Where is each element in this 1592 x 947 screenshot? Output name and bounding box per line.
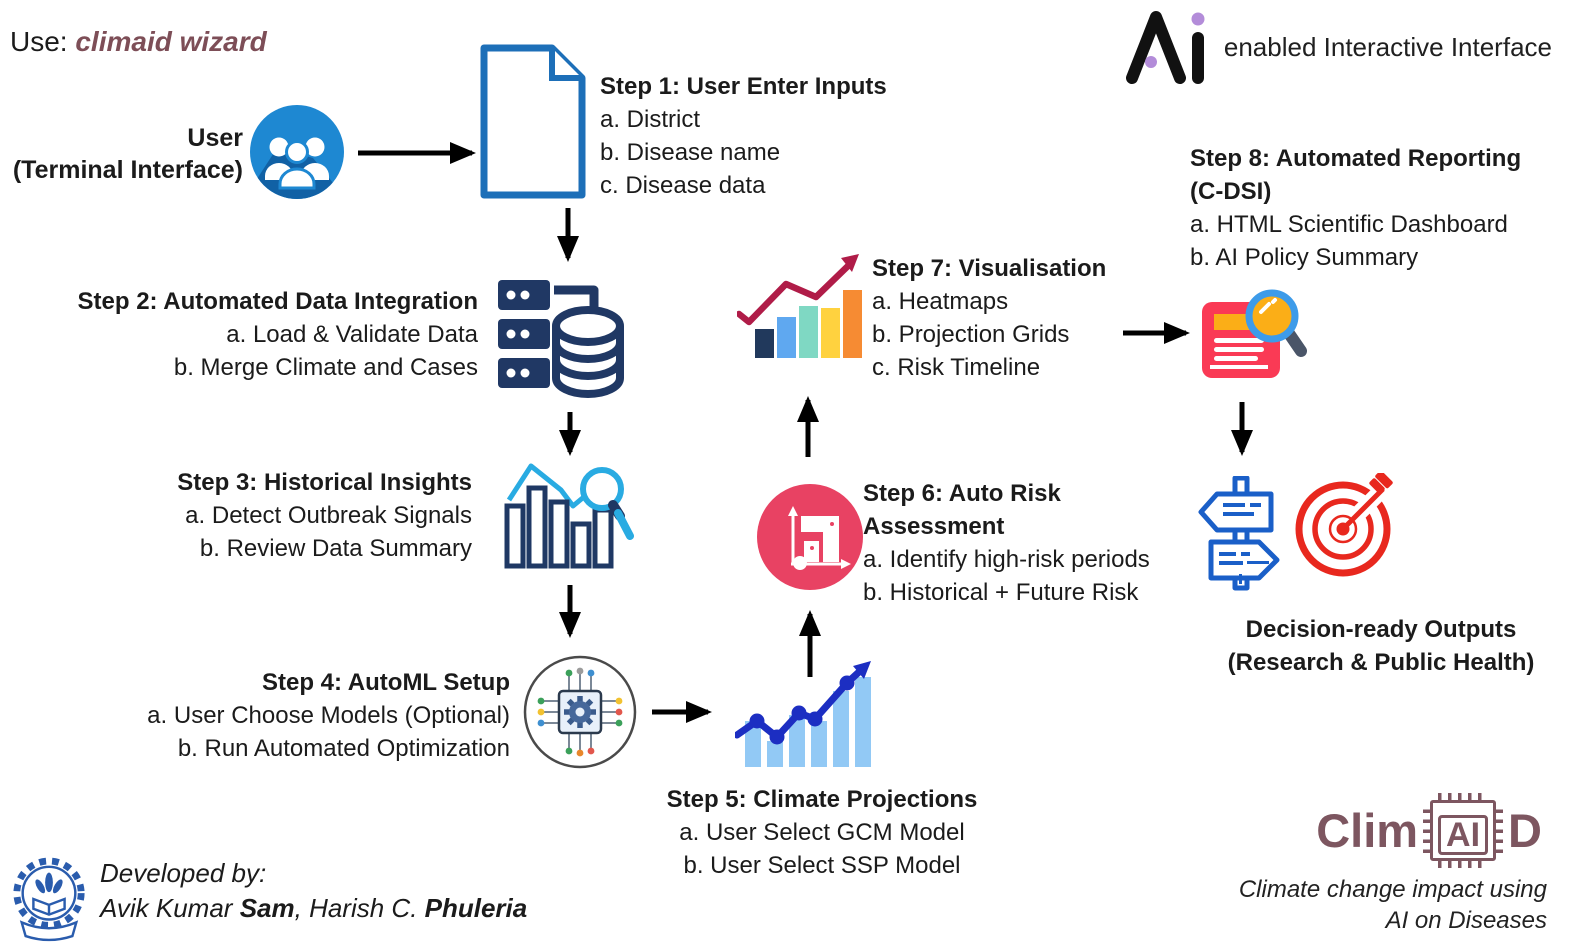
decision-outputs-line2: (Research & Public Health) [1227,649,1535,676]
step-6-title-line2: Assessment [863,513,1005,540]
database-server-icon [498,280,624,398]
step-1-item: b. Disease name [600,139,781,166]
user-group-icon [250,105,344,199]
app-name: climaid wizard [75,26,267,57]
step-2-item: a. Load & Validate Data [226,321,478,348]
climaid-logo-suffix: D [1508,804,1542,857]
step-1-item: a. District [600,106,701,133]
chip-pins-top [1438,793,1489,801]
step-7-item: a. Heatmaps [872,288,1009,315]
climate-trend-chart-icon [735,661,871,767]
chip-pins-left [1423,808,1432,853]
step-2: Step 2: Automated Data Integration a. Lo… [78,285,478,384]
decision-outputs-label: Decision-ready Outputs (Research & Publi… [1200,613,1562,679]
step-1-item: c. Disease data [600,172,766,199]
step-6-title-line1: Step 6: Auto Risk [863,480,1061,507]
risk-axes-icon [757,484,863,590]
step-7-item: b. Projection Grids [872,321,1070,348]
step-1-title: Step 1: User Enter Inputs [600,73,887,100]
step-7-item: c. Risk Timeline [872,354,1041,381]
brand-tagline-line2: AI on Diseases [1385,907,1547,934]
climaid-chip-text: AI [1438,815,1489,855]
climaid-logo: Clim AI D [1316,793,1542,868]
step-8-title-line1: Step 8: Automated Reporting [1190,145,1522,172]
document-icon [480,44,586,199]
author1-surname: Sam [239,893,295,923]
step-8-item: a. HTML Scientific Dashboard [1190,211,1508,238]
ai-tagline: enabled Interactive Interface [1223,31,1552,62]
step-8: Step 8: Automated Reporting (C-DSI) a. H… [1190,142,1521,274]
target-dart-icon [1295,473,1397,577]
step-3-item: b. Review Data Summary [199,535,472,562]
report-magnifier-icon [1202,289,1307,378]
step-5: Step 5: Climate Projections a. User Sele… [657,783,987,882]
signpost-icon [1198,476,1280,591]
use-label: Use: [10,26,68,57]
step-4-title: Step 4: AutoML Setup [262,669,510,696]
automl-chip-icon [523,655,637,769]
step-8-item: b. AI Policy Summary [1190,244,1419,271]
brand-tagline: Climate change impact using AI on Diseas… [1239,874,1547,936]
step-8-title-line2: (C-DSI) [1190,178,1272,205]
bar-chart-magnifier-icon [504,463,634,569]
step-4-item: a. User Choose Models (Optional) [147,702,510,729]
iit-bombay-logo [13,857,85,942]
climaid-chip: AI [1423,793,1504,868]
author1-prefix: Avik Kumar [100,893,240,923]
chip-pins-right [1495,808,1504,853]
step-6-item: a. Identify high-risk periods [863,546,1150,573]
authors-line: Avik Kumar Sam, Harish C. Phuleria [100,891,527,926]
user-label-line1: User [187,124,243,152]
decision-outputs-line1: Decision-ready Outputs [1245,616,1517,643]
brand-tagline-line1: Climate change impact using [1238,876,1547,903]
step-7: Step 7: Visualisation a. Heatmaps b. Pro… [872,252,1106,384]
step-6: Step 6: Auto Risk Assessment a. Identify… [863,477,1150,609]
step-3-item: a. Detect Outbreak Signals [185,502,472,529]
step-5-item: b. User Select SSP Model [683,852,961,879]
colorful-bar-chart-icon [737,254,862,358]
author2-prefix: Harish C. [309,893,425,923]
step-6-item: b. Historical + Future Risk [863,579,1139,606]
step-4: Step 4: AutoML Setup a. User Choose Mode… [147,666,510,765]
step-5-item: a. User Select GCM Model [679,819,965,846]
ai-lambda-logo [1125,11,1205,84]
climaid-logo-prefix: Clim [1316,804,1419,857]
credits: Developed by: Avik Kumar Sam, Harish C. … [100,856,527,926]
step-3: Step 3: Historical Insights a. Detect Ou… [177,466,472,565]
step-5-title: Step 5: Climate Projections [666,786,978,813]
chip-pins-bottom [1438,860,1489,868]
step-7-title: Step 7: Visualisation [872,255,1107,282]
user-label-line2: (Terminal Interface) [12,156,243,184]
step-1: Step 1: User Enter Inputs a. District b.… [600,70,887,202]
step-3-title: Step 3: Historical Insights [177,469,472,496]
ai-interface-header: enabled Interactive Interface [1122,8,1552,86]
author2-surname: Phuleria [424,893,528,923]
step-4-item: b. Run Automated Optimization [177,735,510,762]
authors-separator: , [294,893,310,923]
page-title: Use: climaid wizard [10,26,267,58]
step-2-title: Step 2: Automated Data Integration [77,288,478,315]
step-2-item: b. Merge Climate and Cases [173,354,478,381]
user-label: User (Terminal Interface) [13,122,243,186]
developed-by-label: Developed by: [100,858,267,888]
